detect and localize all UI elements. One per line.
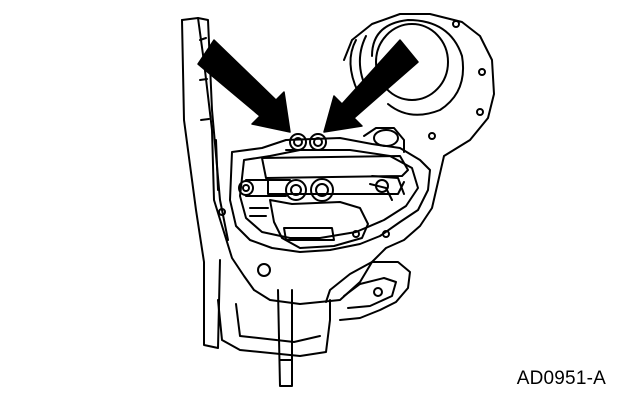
arrow-left-bolt [197, 39, 291, 133]
case-bolt [218, 208, 226, 216]
right-bracket-bore [373, 129, 399, 147]
output-shaft [277, 289, 293, 387]
left-bolt-head [289, 133, 307, 151]
bore-outer [371, 19, 464, 116]
fitting-far [375, 179, 389, 193]
pipe-left [245, 179, 291, 197]
bore-arc-left [349, 39, 359, 93]
flange-bolt-lower [257, 263, 271, 277]
fitting-right-inner [315, 183, 329, 197]
lower-block-inner [283, 227, 335, 241]
case-rib-1 [199, 37, 210, 121]
case-left-edge [181, 19, 221, 349]
extension-housing [217, 299, 331, 357]
fitting-right [310, 178, 334, 202]
figure-id-label: AD0951-A [516, 368, 606, 389]
extension-inner [235, 303, 321, 343]
valve-bar [261, 155, 409, 179]
fitting-mid-inner [290, 184, 302, 196]
case-rib-2 [215, 139, 219, 191]
right-bolt-head [309, 133, 327, 151]
bore-inner [375, 23, 449, 101]
valve-body [229, 137, 431, 253]
slot-a [249, 207, 269, 217]
case-bolt [428, 132, 436, 140]
flange-inner [343, 277, 397, 309]
flange-bolt [373, 287, 383, 297]
fitting-left-inner [242, 184, 250, 192]
case-bolt [478, 68, 486, 76]
case-inner-edge [197, 17, 229, 241]
right-bracket [363, 127, 405, 153]
lower-block [269, 199, 369, 249]
case-bolt [476, 108, 484, 116]
case-bolt [452, 20, 460, 28]
right-bolt-head-inner [313, 137, 323, 147]
fitting-mid [285, 179, 307, 201]
left-bolt-head-inner [293, 137, 303, 147]
extension-flange [325, 261, 411, 321]
arrow-right-bolt [323, 39, 419, 133]
